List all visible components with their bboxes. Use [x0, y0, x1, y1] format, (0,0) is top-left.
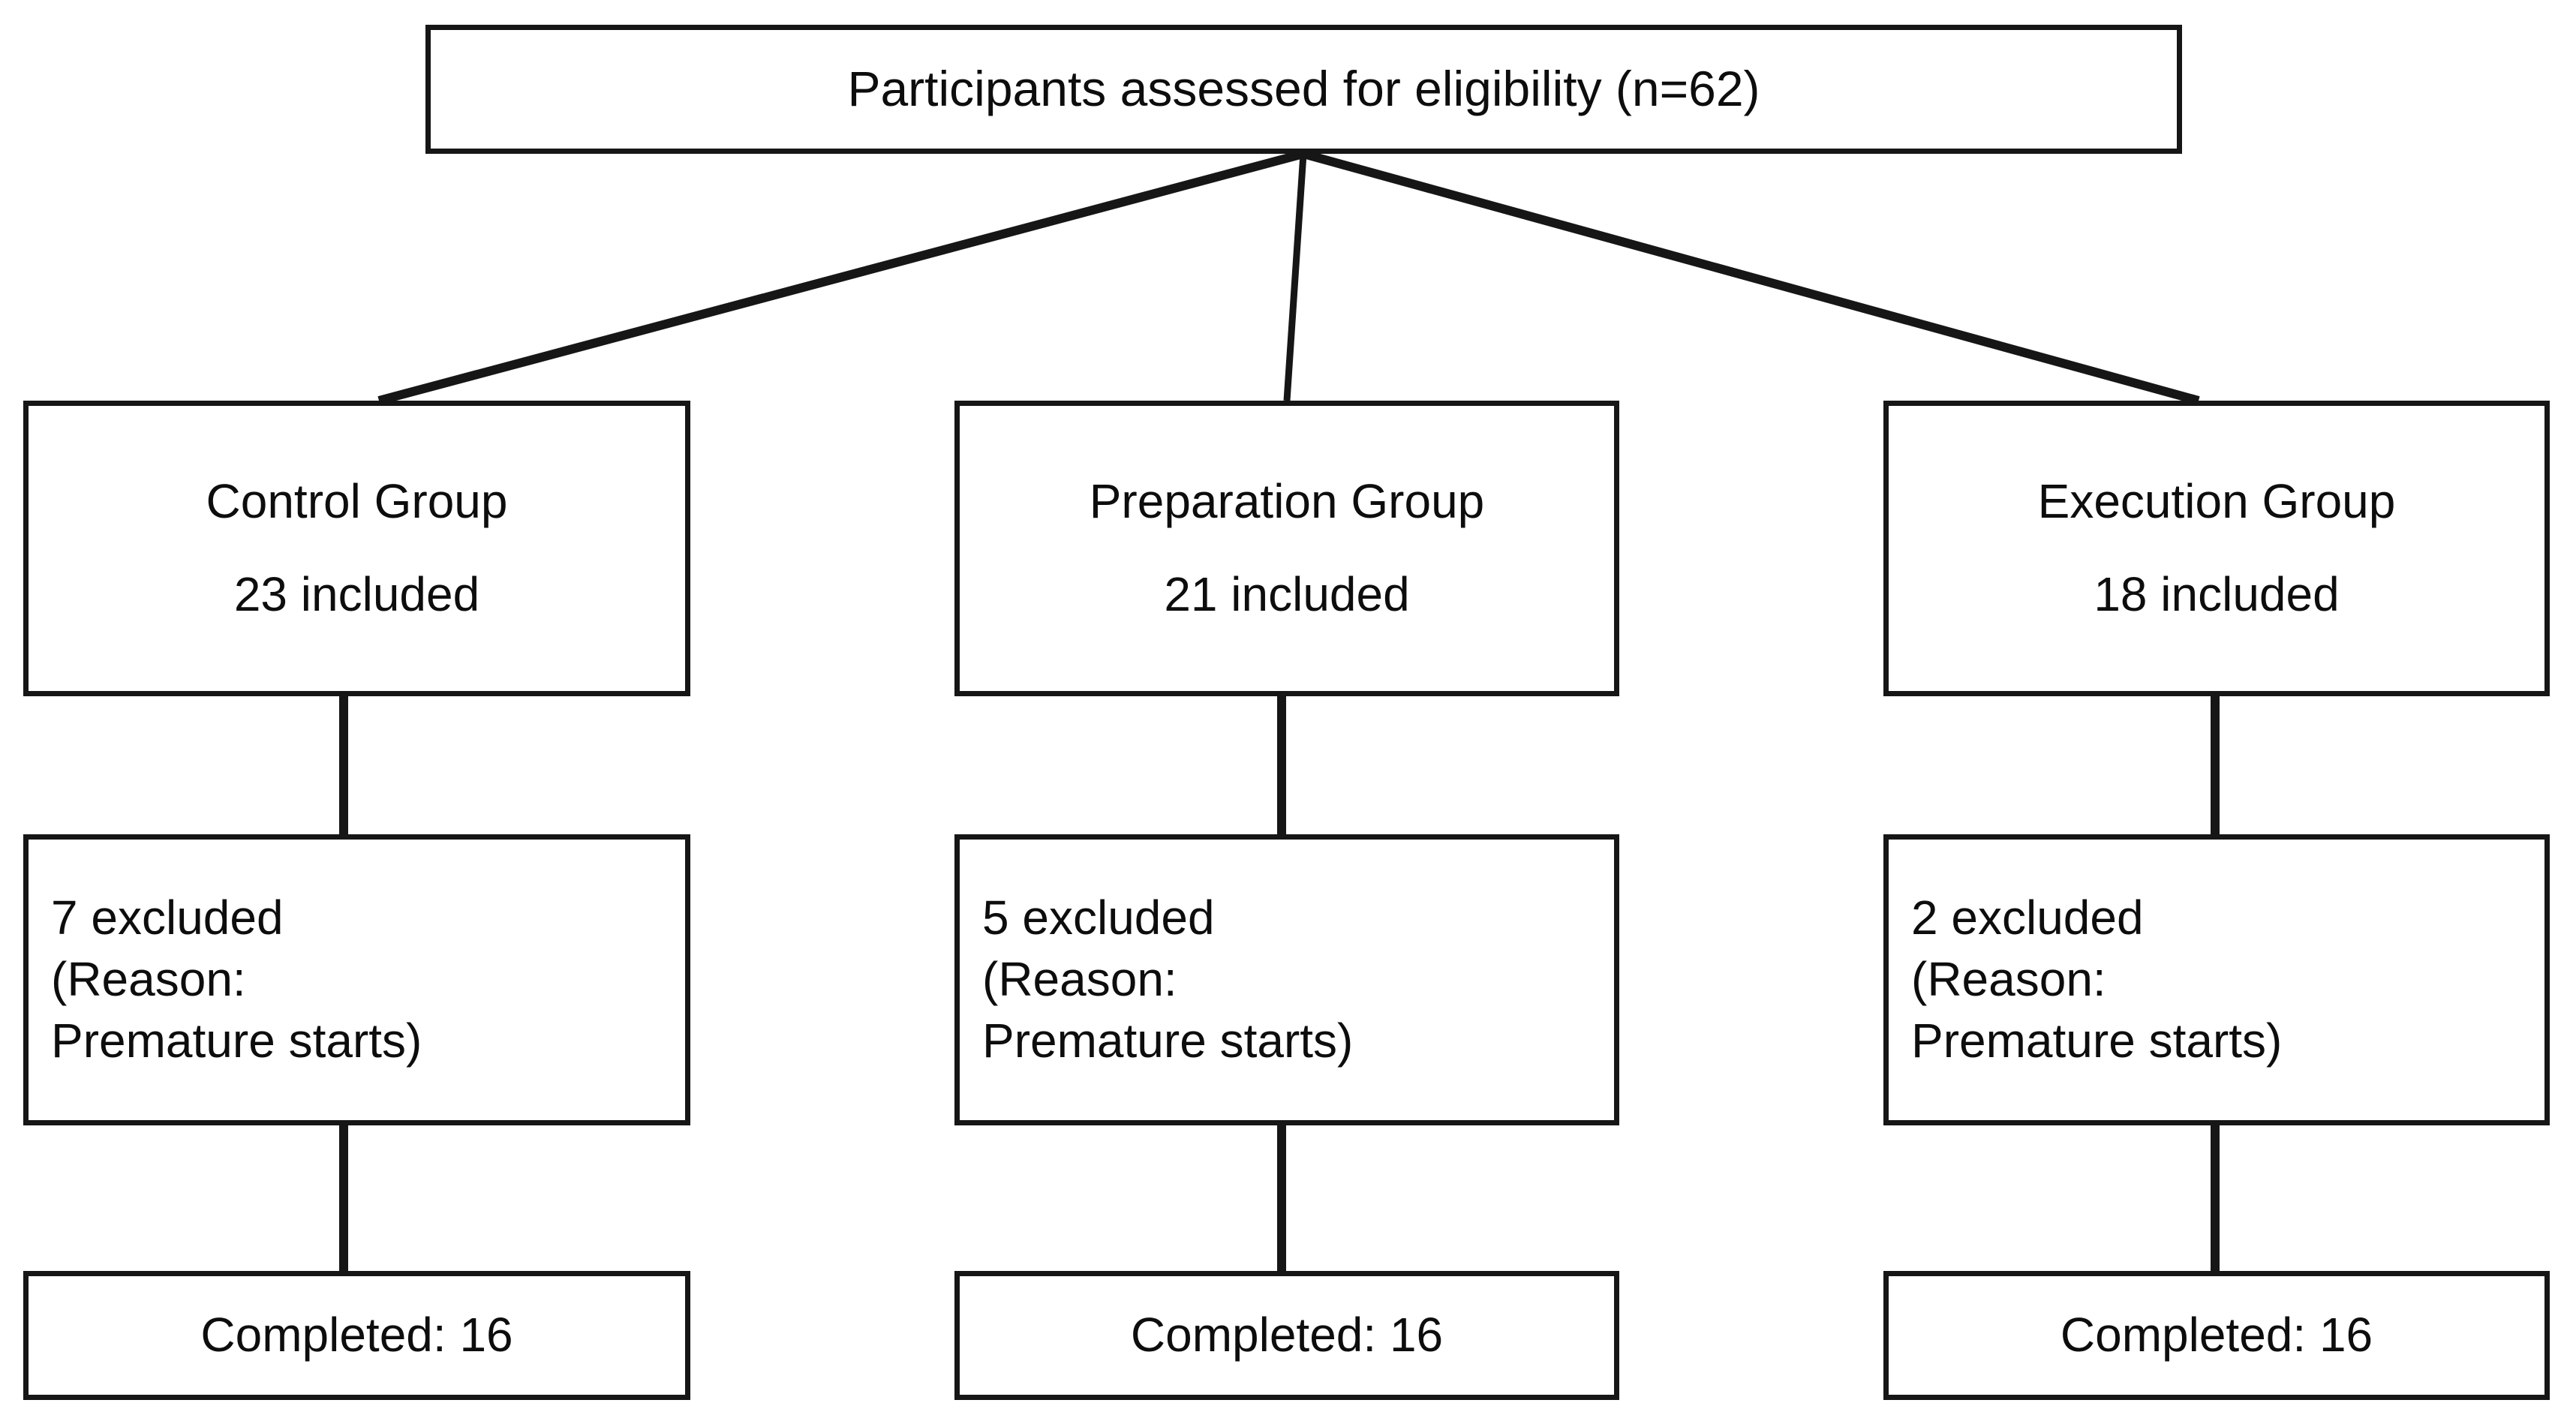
control-excluded-count: 7 excluded [51, 891, 284, 945]
preparation-completed-label: Completed: 16 [1130, 1308, 1444, 1362]
connector-top-to-preparation [1283, 153, 1307, 401]
execution-group-name: Execution Group [2037, 474, 2396, 529]
node-execution-excluded: 2 excluded (Reason: Premature starts) [1883, 834, 2550, 1125]
control-excluded-reason-open: (Reason: [51, 952, 246, 1007]
node-preparation-completed: Completed: 16 [954, 1271, 1619, 1400]
preparation-excluded-reason-open: (Reason: [982, 952, 1177, 1007]
execution-completed-label: Completed: 16 [2060, 1308, 2373, 1362]
preparation-group-included: 21 included [1164, 567, 1410, 621]
node-control-group: Control Group 23 included [23, 401, 690, 696]
control-group-included: 23 included [233, 567, 480, 621]
node-preparation-excluded: 5 excluded (Reason: Premature starts) [954, 834, 1619, 1125]
execution-excluded-count: 2 excluded [1911, 891, 2144, 945]
preparation-excluded-reason-text: Premature starts) [982, 1013, 1354, 1068]
execution-group-included: 18 included [2094, 567, 2340, 621]
control-completed-label: Completed: 16 [200, 1308, 513, 1362]
control-group-name: Control Group [206, 474, 508, 529]
node-control-completed: Completed: 16 [23, 1271, 690, 1400]
node-preparation-group: Preparation Group 21 included [954, 401, 1619, 696]
execution-excluded-reason-open: (Reason: [1911, 952, 2106, 1007]
control-excluded-reason-text: Premature starts) [51, 1013, 422, 1068]
node-control-excluded: 7 excluded (Reason: Premature starts) [23, 834, 690, 1125]
connector-top-to-execution [1302, 149, 2200, 405]
node-top-label: Participants assessed for eligibility (n… [847, 61, 1760, 117]
node-execution-group: Execution Group 18 included [1883, 401, 2550, 696]
execution-excluded-reason-text: Premature starts) [1911, 1013, 2283, 1068]
node-execution-completed: Completed: 16 [1883, 1271, 2550, 1400]
preparation-group-name: Preparation Group [1089, 474, 1485, 529]
preparation-excluded-count: 5 excluded [982, 891, 1215, 945]
node-participants-assessed: Participants assessed for eligibility (n… [425, 25, 2182, 154]
connector-top-to-control [377, 149, 1305, 405]
